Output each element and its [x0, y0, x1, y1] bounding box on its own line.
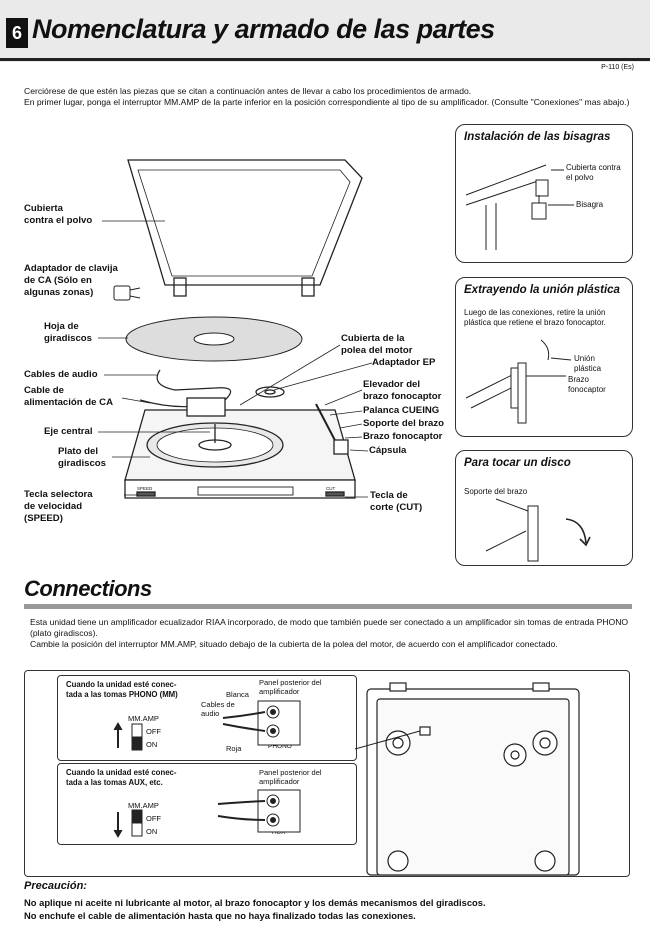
- label-speed-key: Tecla selectora de velocidad (SPEED): [24, 489, 93, 525]
- label-tonearm-lifter: Elevador del brazo fonocaptor: [363, 379, 441, 403]
- caution-line-1: No aplique ni aceite ni lubricante al mo…: [24, 896, 486, 909]
- caution-heading: Precaución:: [24, 880, 87, 892]
- hinge-illustration: [456, 125, 632, 262]
- hinge-dust-cover-label: Cubierta contra el polvo: [566, 163, 621, 183]
- plastic-tie-label: Unión plástica: [574, 354, 601, 374]
- connections-title: Connections: [24, 576, 152, 602]
- plastic-tonearm-label: Brazo fonocaptor: [568, 375, 606, 395]
- play-record-illustration: [456, 451, 632, 565]
- connections-line-2: Cambie la posición del interruptor MM.AM…: [30, 639, 630, 650]
- label-center-spindle: Eje central: [44, 426, 93, 438]
- turntable-underside-drawing: [25, 671, 629, 876]
- cut-device-label: CUT: [326, 484, 335, 493]
- label-ep-adapter: Adaptador EP: [372, 357, 435, 369]
- speed-device-label: SPEED: [137, 484, 152, 493]
- label-ac-cable: Cable de alimentación de CA: [24, 385, 113, 409]
- turntable-sheet-drawing: [126, 317, 302, 361]
- caution-text: No aplique ni aceite ni lubricante al mo…: [24, 896, 486, 922]
- plastic-tie-box: Extrayendo la unión plástica Luego de la…: [455, 277, 633, 437]
- caution-line-2: No enchufe el cable de alimentación hast…: [24, 909, 486, 922]
- turntable-body-drawing: [125, 387, 355, 498]
- dust-cover-drawing: [128, 160, 362, 296]
- label-motor-pulley-cover: Cubierta de la polea del motor: [341, 333, 412, 357]
- label-arm-rest: Soporte del brazo: [363, 418, 444, 430]
- label-cut-key: Tecla de corte (CUT): [370, 490, 422, 514]
- label-cartridge: Cápsula: [369, 445, 406, 457]
- ac-adapter-drawing: [114, 286, 140, 300]
- label-ac-adapter: Adaptador de clavija de CA (Sólo en algu…: [24, 263, 118, 299]
- label-platter: Plato del giradiscos: [58, 446, 106, 470]
- label-turntable-sheet: Hoja de giradiscos: [44, 321, 92, 345]
- label-dust-cover: Cubierta contra el polvo: [24, 203, 92, 227]
- label-audio-cables: Cables de audio: [24, 369, 98, 381]
- hinge-label: Bisagra: [576, 200, 603, 210]
- connections-text: Esta unidad tiene un amplificador ecuali…: [30, 617, 630, 650]
- hinge-install-box: Instalación de las bisagras Cubierta con…: [455, 124, 633, 263]
- play-record-box: Para tocar un disco Soporte del brazo: [455, 450, 633, 566]
- label-cueing-lever: Palanca CUEING: [363, 405, 439, 417]
- connections-rule: [24, 604, 632, 609]
- label-tonearm: Brazo fonocaptor: [363, 431, 442, 443]
- plastic-tie-illustration: [456, 278, 632, 436]
- connections-line-1: Esta unidad tiene un amplificador ecuali…: [30, 617, 630, 639]
- connections-diagram-box: Cuando la unidad esté conec- tada a las …: [24, 670, 630, 877]
